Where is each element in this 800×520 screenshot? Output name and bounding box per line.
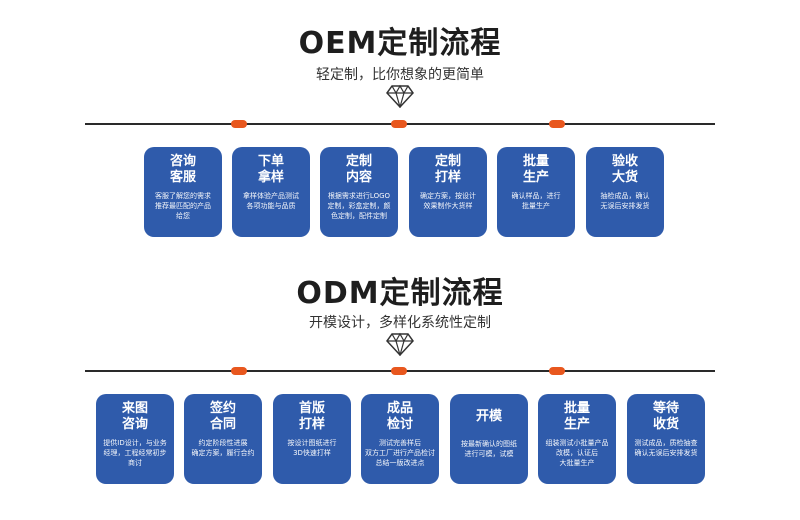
- odm-step-card[interactable]: 成品 检讨 测试完善样后 双方工厂进行产品检讨 总结一版改进点: [361, 394, 439, 484]
- odm-timeline-dot: [231, 367, 247, 375]
- odm-step-card[interactable]: 首版 打样 按设计图纸进行 3D快速打样: [273, 394, 351, 484]
- oem-step-card[interactable]: 咨询 客服 客服了解您的需求 推荐最匹配的产品 给您: [144, 147, 222, 237]
- step-desc: 测试完善样后 双方工厂进行产品检讨 总结一版改进点: [365, 439, 435, 467]
- step-title: 签约 合同: [209, 401, 236, 432]
- step-title: 下单 拿样: [257, 154, 284, 185]
- step-desc: 确定方案，按设计 效果制作大货样: [420, 192, 476, 210]
- step-desc: 组装测试小批量产品 改模，认证后 大批量生产: [545, 439, 609, 467]
- step-title: 定制 内容: [345, 154, 372, 185]
- oem-timeline-dot: [391, 120, 407, 128]
- odm-step-card[interactable]: 签约 合同 约定阶段性进展 确定方案，履行合约: [184, 394, 262, 484]
- oem-step-card[interactable]: 定制 打样 确定方案，按设计 效果制作大货样: [409, 147, 487, 237]
- step-desc: 按最新确认的图纸 进行可模，试模: [461, 440, 517, 458]
- oem-title: OEM定制流程: [298, 26, 502, 61]
- step-desc: 抽检成品，确认 无误后安排发货: [600, 192, 650, 210]
- odm-title: ODM定制流程: [296, 276, 504, 311]
- oem-step-card[interactable]: 定制 内容 根据需求进行LOGO 定制，彩盒定制，颜 色定制，配件定制: [320, 147, 398, 237]
- odm-step-card[interactable]: 来图 咨询 提供ID设计，与业务 经理，工程经常初步 商讨: [96, 394, 174, 484]
- step-title: 咨询 客服: [169, 154, 196, 185]
- step-title: 批量 生产: [563, 401, 590, 432]
- odm-timeline-dot: [391, 367, 407, 375]
- oem-timeline-dot: [549, 120, 565, 128]
- step-title: 等待 收货: [652, 401, 679, 432]
- step-desc: 按设计图纸进行 3D快速打样: [287, 439, 337, 457]
- odm-step-card[interactable]: 开模 按最新确认的图纸 进行可模，试模: [450, 394, 528, 484]
- oem-subtitle: 轻定制，比你想象的更简单: [316, 67, 484, 83]
- oem-timeline-dot: [231, 120, 247, 128]
- step-desc: 提供ID设计，与业务 经理，工程经常初步 商讨: [103, 439, 167, 467]
- step-title: 定制 打样: [434, 154, 461, 185]
- odm-step-card[interactable]: 批量 生产 组装测试小批量产品 改模，认证后 大批量生产: [538, 394, 616, 484]
- odm-subtitle: 开模设计，多样化系统性定制: [309, 315, 491, 331]
- step-desc: 确认样品，进行 批量生产: [511, 192, 561, 210]
- step-desc: 客服了解您的需求 推荐最匹配的产品 给您: [155, 192, 211, 220]
- oem-step-card[interactable]: 验收 大货 抽检成品，确认 无误后安排发货: [586, 147, 664, 237]
- odm-timeline-dot: [549, 367, 565, 375]
- step-desc: 根据需求进行LOGO 定制，彩盒定制，颜 色定制，配件定制: [327, 192, 391, 220]
- odm-step-card[interactable]: 等待 收货 测试成品，质检抽查 确认无误后安排发货: [627, 394, 705, 484]
- step-title: 开模: [475, 409, 502, 424]
- step-title: 批量 生产: [522, 154, 549, 185]
- step-desc: 约定阶段性进展 确定方案，履行合约: [191, 439, 255, 457]
- oem-step-card[interactable]: 下单 拿样 拿样体验产品测试 各项功能与品质: [232, 147, 310, 237]
- step-title: 成品 检讨: [386, 401, 413, 432]
- step-title: 首版 打样: [298, 401, 325, 432]
- diamond-icon: [386, 84, 414, 108]
- step-title: 验收 大货: [611, 154, 638, 185]
- oem-step-card[interactable]: 批量 生产 确认样品，进行 批量生产: [497, 147, 575, 237]
- step-title: 来图 咨询: [121, 401, 148, 432]
- step-desc: 测试成品，质检抽查 确认无误后安排发货: [634, 439, 698, 457]
- step-desc: 拿样体验产品测试 各项功能与品质: [243, 192, 299, 210]
- diamond-icon: [386, 332, 414, 356]
